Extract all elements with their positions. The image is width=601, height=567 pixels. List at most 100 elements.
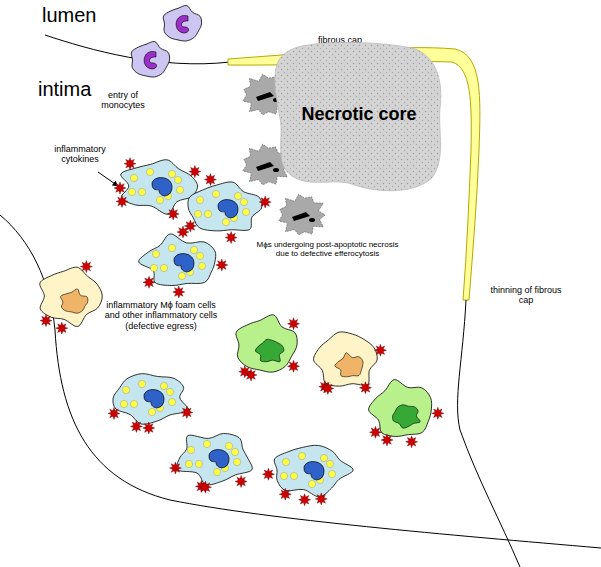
foam-cell xyxy=(139,234,216,286)
cytokine xyxy=(80,261,92,273)
cytokine xyxy=(189,166,201,178)
cytokine xyxy=(56,322,68,334)
illustration-part xyxy=(292,212,310,221)
cytokine xyxy=(262,468,274,480)
illustration-part xyxy=(212,190,219,197)
illustration-part xyxy=(274,445,353,497)
illustration-part xyxy=(131,41,169,77)
cytokine xyxy=(169,462,181,474)
cytokine xyxy=(359,382,371,394)
illustration-part xyxy=(256,162,274,171)
cytokine xyxy=(124,158,136,170)
illustration-part xyxy=(198,262,205,269)
illustration-part xyxy=(280,472,287,479)
illustration-part xyxy=(255,339,283,362)
illustration-part xyxy=(152,178,172,196)
illustration-part xyxy=(209,450,229,468)
illustration-part xyxy=(282,458,289,465)
illustration-part xyxy=(369,380,432,437)
illustration-part xyxy=(298,452,305,459)
cytokine xyxy=(216,259,228,271)
cytokine xyxy=(181,406,193,418)
illustration-part xyxy=(231,448,238,455)
illustration-part xyxy=(168,398,175,405)
illustration-part xyxy=(222,218,229,225)
illustration-part xyxy=(122,386,129,393)
cytokines xyxy=(40,158,444,506)
cytokine xyxy=(167,208,179,220)
illustration-part xyxy=(139,234,216,286)
illustration-part xyxy=(174,176,181,183)
foam-cell xyxy=(113,374,189,425)
illustration-part xyxy=(144,390,164,408)
illustration-part xyxy=(160,382,167,389)
illustration-part xyxy=(174,254,194,272)
illustration-part xyxy=(138,380,145,387)
illustration-part xyxy=(185,460,192,467)
illustration-part xyxy=(194,210,201,217)
necrotic-core: Necrotic core xyxy=(262,38,448,198)
illustration-part xyxy=(178,272,185,279)
illustration-part xyxy=(304,462,324,480)
illustration-part xyxy=(113,374,189,425)
illustration-part xyxy=(160,264,167,271)
vessel-wall xyxy=(0,215,601,548)
cytokine xyxy=(288,318,300,330)
cytokine xyxy=(173,286,185,298)
illustration-part xyxy=(176,15,189,33)
leader-arrow xyxy=(98,172,118,186)
cytokine xyxy=(239,366,251,378)
illustration-part xyxy=(335,353,363,377)
annotation: Mϕs undergoing post-apoptotic necrosis d… xyxy=(250,240,405,258)
cytokine xyxy=(108,407,120,419)
illustration-part xyxy=(190,246,197,253)
cytokine xyxy=(322,382,334,394)
illustration-part xyxy=(240,198,247,205)
illustration-part xyxy=(188,182,262,231)
illustration-part xyxy=(156,196,163,203)
illustration-part xyxy=(309,218,315,222)
illustration-part xyxy=(121,160,198,215)
cytokine xyxy=(235,476,247,488)
cytokine xyxy=(114,182,126,194)
monocyte xyxy=(163,5,201,41)
core-label: Necrotic core xyxy=(301,104,416,125)
illustration-part xyxy=(218,200,238,218)
illustration-part xyxy=(225,442,232,449)
illustration-part xyxy=(320,454,327,461)
illustration-part xyxy=(187,446,194,453)
illustration-part xyxy=(393,405,421,428)
cytokine xyxy=(432,407,444,419)
illustration-part xyxy=(203,440,210,447)
illustration-part xyxy=(279,194,325,235)
core-shape xyxy=(275,42,441,190)
illustration-part xyxy=(196,252,203,259)
illustration-part xyxy=(146,168,153,175)
illustration-part xyxy=(273,168,279,172)
monocyte xyxy=(131,41,169,77)
inflammatory-cell xyxy=(369,380,432,437)
annotation: inflammatory Mϕ foam cells and other inf… xyxy=(100,300,222,331)
dying-macrophage xyxy=(279,194,325,235)
vessel-wall xyxy=(458,300,520,567)
illustration-part xyxy=(196,196,203,203)
annotation: thinning of fibrous cap xyxy=(486,285,566,306)
cytokine xyxy=(204,174,216,186)
inflammatory-cell xyxy=(314,332,378,386)
illustration-part xyxy=(233,458,240,465)
cytokine xyxy=(406,436,418,448)
cytokine xyxy=(279,488,291,500)
cytokine xyxy=(315,493,327,505)
foam-cell xyxy=(121,160,198,215)
illustration-part xyxy=(130,400,137,407)
cytokine xyxy=(143,276,155,288)
illustration-part xyxy=(150,264,157,271)
illustration-part xyxy=(242,208,249,215)
cytokine xyxy=(374,344,386,356)
illustration-part xyxy=(176,186,183,193)
cytokine xyxy=(177,226,189,238)
cytokine xyxy=(143,422,155,434)
illustration-part xyxy=(290,472,297,479)
illustration-part xyxy=(195,460,202,467)
